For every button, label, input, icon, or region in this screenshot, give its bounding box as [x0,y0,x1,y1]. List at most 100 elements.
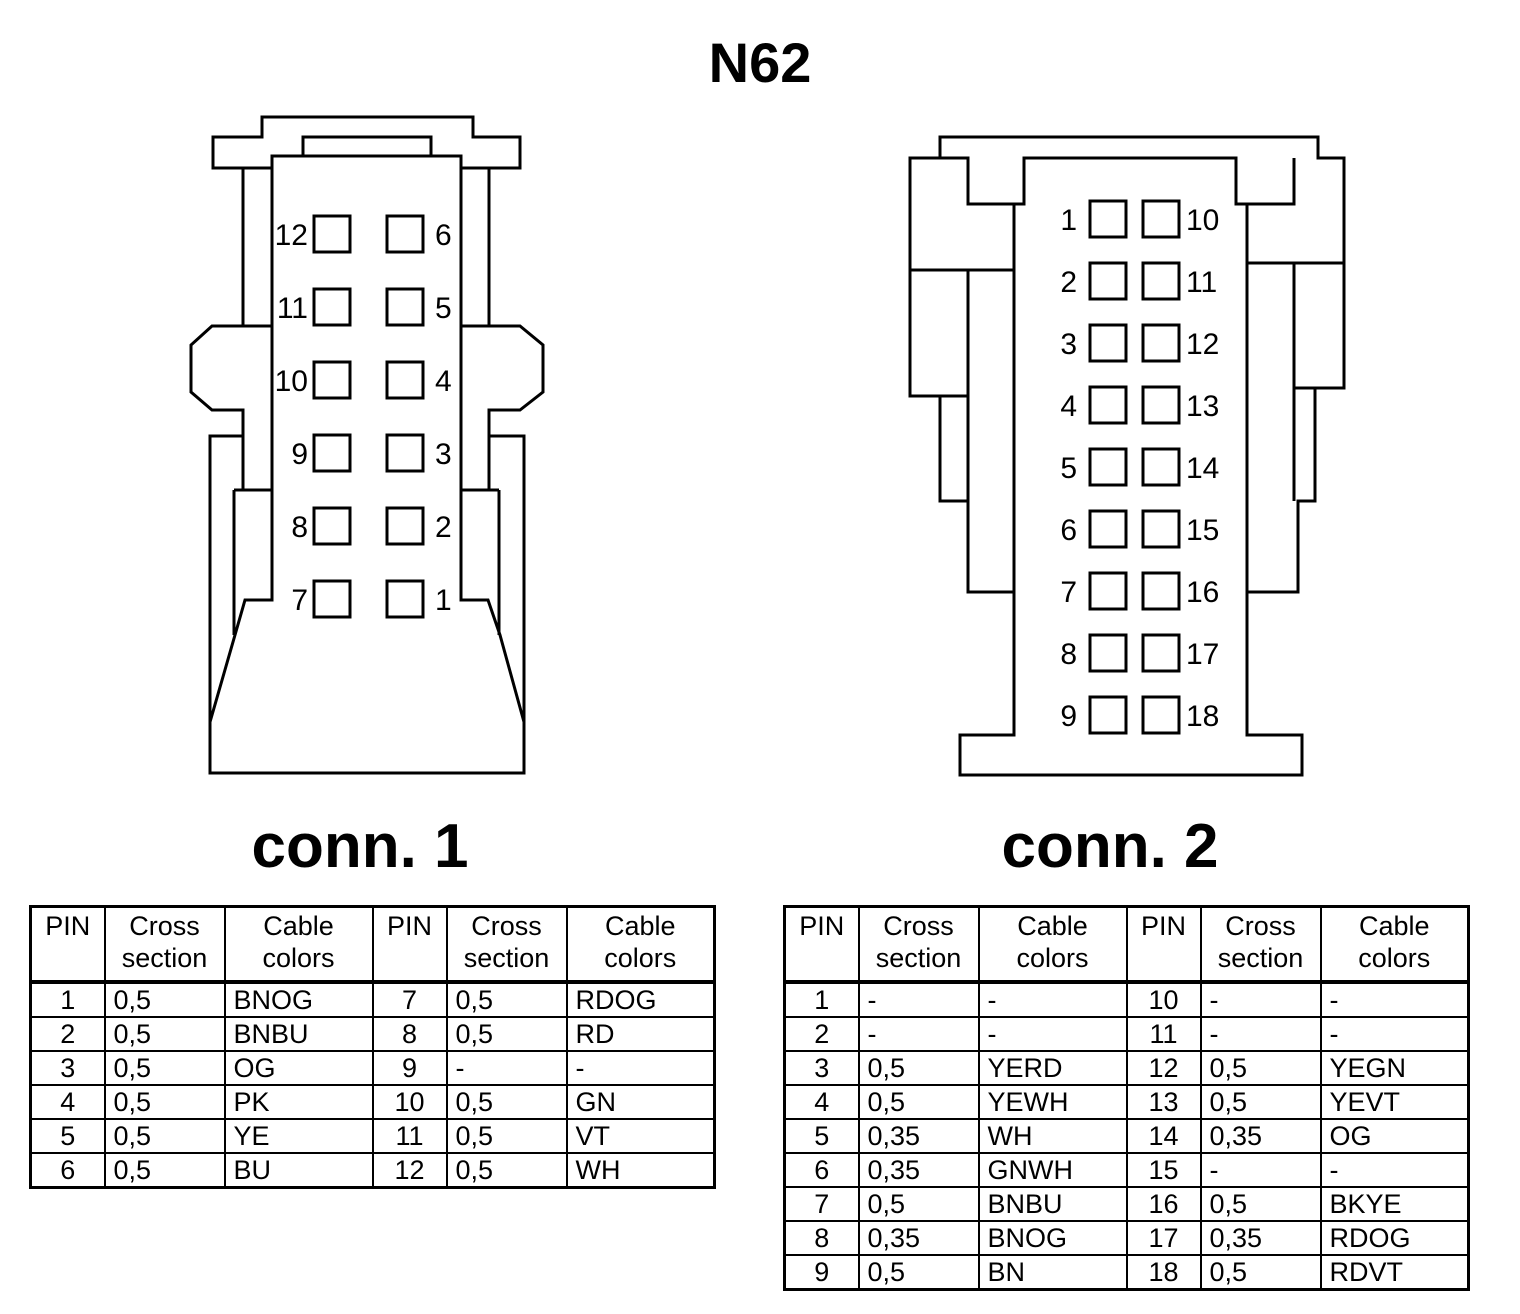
cable-color-cell: WH [977,1118,1128,1154]
pin-number: 7 [291,584,308,617]
pin-cell: 9 [783,1254,860,1291]
pin-cell: 10 [371,1084,448,1120]
pin-cell: 8 [371,1016,448,1052]
header-cable-colors: Cable colors [1319,905,1470,984]
pin-cell: 18 [1125,1254,1202,1291]
pin-number: 6 [435,219,452,252]
cable-color-cell: WH [565,1152,716,1189]
pin-number: 3 [435,438,452,471]
cable-color-cell: BNBU [977,1186,1128,1222]
pin-number: 8 [291,511,308,544]
cross-section-cell: - [1199,1016,1322,1052]
cable-color-cell: - [977,1016,1128,1052]
cross-section-cell: 0,35 [1199,1118,1322,1154]
pin-cell: 12 [1125,1050,1202,1086]
cable-color-cell: - [565,1050,716,1086]
pin-cell: 3 [29,1050,106,1086]
pin-number: 2 [435,511,452,544]
pin-number: 8 [1060,638,1077,671]
pin-cell: 12 [371,1152,448,1189]
connector-2-pin-table: PIN Cross section Cable colors PIN Cross… [783,905,1470,1291]
header-pin: PIN [783,905,860,984]
pin-cell: 1 [783,981,860,1018]
pin-number: 1 [435,584,452,617]
pin-cell: 11 [371,1118,448,1154]
header-pin: PIN [29,905,106,984]
connector-1-label: conn. 1 [251,812,469,881]
pin-cell: 11 [1125,1016,1202,1052]
connector-1-pin-table: PIN Cross section Cable colors PIN Cross… [29,905,716,1189]
cross-section-cell: 0,5 [445,981,568,1018]
header-cross-section: Cross section [103,905,226,984]
table-row: 1--10-- [783,981,1470,1018]
pin-socket [1088,633,1128,673]
pin-number: 3 [1060,328,1077,361]
pin-socket [1141,695,1181,735]
pin-socket [312,287,352,327]
cross-section-cell: 0,5 [103,981,226,1018]
cable-color-cell: YE [223,1118,374,1154]
cross-section-cell: 0,5 [445,1118,568,1154]
cable-color-cell: BN [977,1254,1128,1291]
cross-section-cell: 0,5 [103,1152,226,1189]
cable-color-cell: - [977,981,1128,1018]
pin-number: 10 [1186,204,1219,237]
cable-color-cell: BKYE [1319,1186,1470,1222]
pin-number: 1 [1060,204,1077,237]
cable-color-cell: BNOG [977,1220,1128,1256]
cable-color-cell: OG [223,1050,374,1086]
pin-number: 12 [275,219,308,252]
pin-socket [312,506,352,546]
cross-section-cell: - [445,1050,568,1086]
cable-color-cell: BNOG [223,981,374,1018]
pin-number: 13 [1186,390,1219,423]
cable-color-cell: VT [565,1118,716,1154]
pin-cell: 16 [1125,1186,1202,1222]
pin-cell: 15 [1125,1152,1202,1188]
pin-number: 17 [1186,638,1219,671]
cable-color-cell: RDOG [565,981,716,1018]
cable-color-cell: YEWH [977,1084,1128,1120]
table-header-row: PIN Cross section Cable colors PIN Cross… [29,905,716,984]
header-cable-colors: Cable colors [223,905,374,984]
pin-number: 10 [275,365,308,398]
cross-section-cell: 0,35 [857,1220,980,1256]
pin-cell: 9 [371,1050,448,1086]
cross-section-cell: 0,5 [103,1118,226,1154]
cable-color-cell: BNBU [223,1016,374,1052]
pin-number: 11 [1186,266,1217,299]
pin-socket [1141,323,1181,363]
pin-socket [312,214,352,254]
cable-color-cell: OG [1319,1118,1470,1154]
header-pin: PIN [1125,905,1202,984]
cable-color-cell: YERD [977,1050,1128,1086]
pin-socket [1088,571,1128,611]
pin-number: 16 [1186,576,1219,609]
pin-number: 4 [1060,390,1077,423]
cable-color-cell: BU [223,1152,374,1189]
pin-cell: 3 [783,1050,860,1086]
cross-section-cell: 0,5 [1199,1254,1322,1291]
pin-socket [385,214,425,254]
pin-number: 11 [277,292,308,325]
pin-socket [1088,509,1128,549]
cable-color-cell: YEVT [1319,1084,1470,1120]
pin-socket [1088,323,1128,363]
pin-socket [312,579,352,619]
cross-section-cell: 0,5 [103,1084,226,1120]
cross-section-cell: - [1199,981,1322,1018]
pin-number: 9 [1060,700,1077,733]
pin-cell: 2 [783,1016,860,1052]
pin-number: 5 [435,292,452,325]
cross-section-cell: 0,5 [445,1084,568,1120]
connector-2-label: conn. 2 [1001,812,1219,881]
pin-number: 9 [291,438,308,471]
cross-section-cell: 0,5 [857,1084,980,1120]
